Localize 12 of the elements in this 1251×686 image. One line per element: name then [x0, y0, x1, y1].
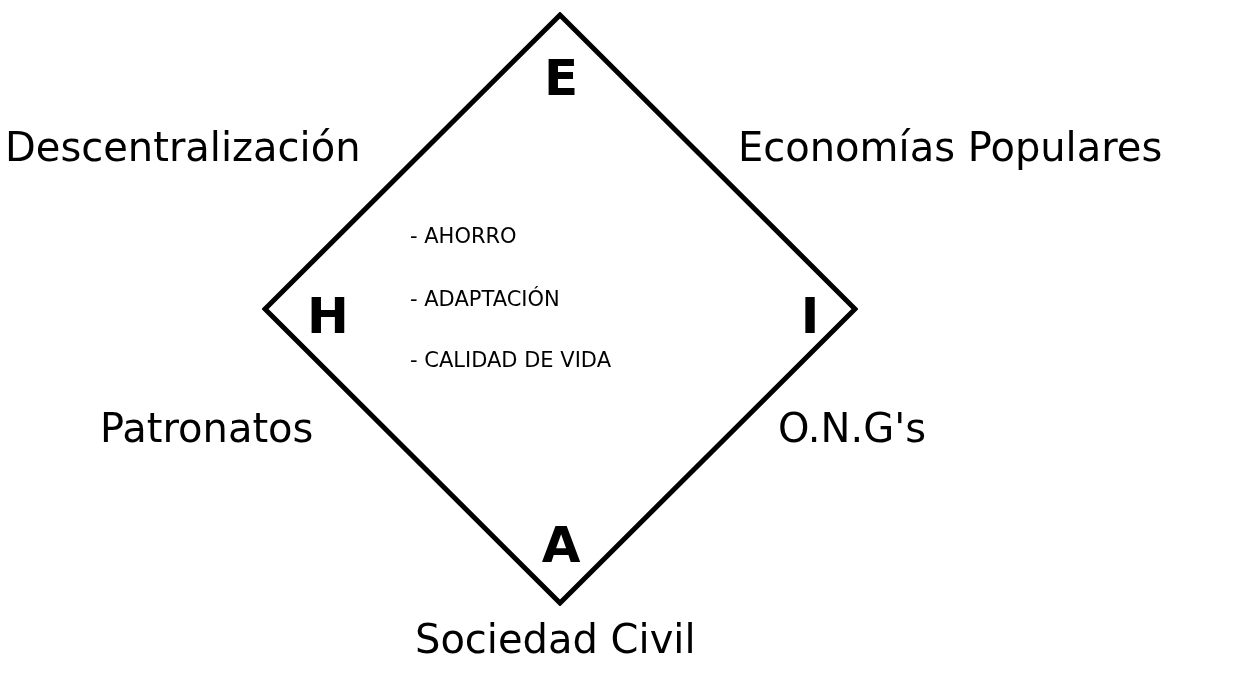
side-label: Sociedad Civil — [415, 616, 696, 662]
side-label: O.N.G's — [778, 405, 927, 451]
side-label: Economías Populares — [738, 124, 1163, 170]
side-label: Patronatos — [100, 405, 314, 451]
list-item: - CALIDAD DE VIDA — [410, 348, 612, 372]
side-label: Descentralización — [5, 124, 361, 170]
corner-letter: A — [541, 520, 581, 570]
list-item: - ADAPTACIÓN — [410, 287, 560, 311]
corner-letter: H — [307, 291, 349, 341]
list-item: - AHORRO — [410, 224, 517, 248]
corner-letter: I — [800, 291, 820, 341]
corner-letter: E — [543, 53, 579, 103]
